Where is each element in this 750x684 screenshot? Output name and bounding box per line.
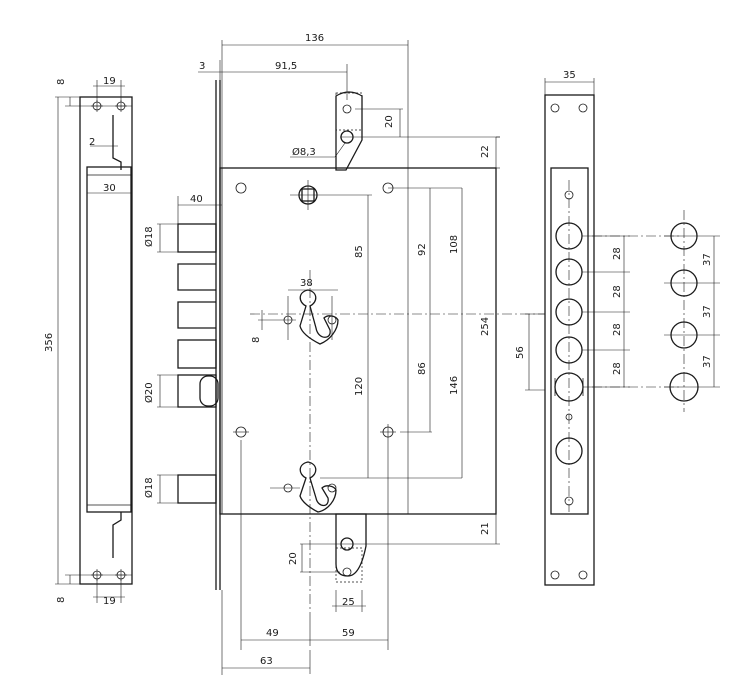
bolt-profiles [157,80,222,590]
label-8-key: 8 [251,337,262,343]
label-49: 49 [266,628,279,639]
label-d18-b: Ø18 [143,477,155,498]
label-254: 254 [480,317,491,336]
lower-bolt [300,513,500,612]
side-plate [544,78,680,586]
label-19-top: 19 [103,76,116,87]
label-146: 146 [449,376,460,395]
label-56: 56 [515,346,526,359]
label-19-bot: 19 [103,596,116,607]
dimension-labels: 136 3 91,5 35 8 19 2 30 40 Ø18 Ø20 Ø18 3… [44,33,713,667]
front-plate-dimensions [55,80,132,603]
label-21: 21 [480,522,491,535]
upper-bolt [290,64,500,171]
label-28-b: 28 [612,285,623,298]
label-37-a: 37 [702,253,713,266]
label-3: 3 [199,61,205,72]
label-108: 108 [449,235,460,254]
label-136: 136 [305,33,324,44]
label-2: 2 [89,137,95,148]
label-20-bot: 20 [288,552,299,565]
label-356: 356 [44,333,55,352]
label-d18-a: Ø18 [143,226,155,247]
label-40: 40 [190,194,203,205]
label-28-d: 28 [612,362,623,375]
label-20-top: 20 [384,115,395,128]
label-28-c: 28 [612,323,623,336]
label-37-c: 37 [702,355,713,368]
label-25: 25 [342,597,355,608]
label-38: 38 [300,278,313,289]
overall-dimensions [198,40,545,675]
label-63: 63 [260,656,273,667]
front-plate [79,96,133,585]
label-d8-3: Ø8,3 [292,146,316,158]
label-85: 85 [354,245,365,258]
label-35: 35 [563,70,576,81]
label-d20: Ø20 [143,382,155,403]
label-8-bot: 8 [56,597,67,603]
label-8-top: 8 [56,79,67,85]
label-120: 120 [354,377,365,396]
label-37-b: 37 [702,305,713,318]
label-59: 59 [342,628,355,639]
label-28-a: 28 [612,247,623,260]
label-92: 92 [417,243,428,256]
label-30: 30 [103,183,116,194]
label-86: 86 [417,362,428,375]
bolt-hole-pattern [664,210,720,412]
label-91-5: 91,5 [275,61,297,72]
label-22: 22 [480,145,491,158]
